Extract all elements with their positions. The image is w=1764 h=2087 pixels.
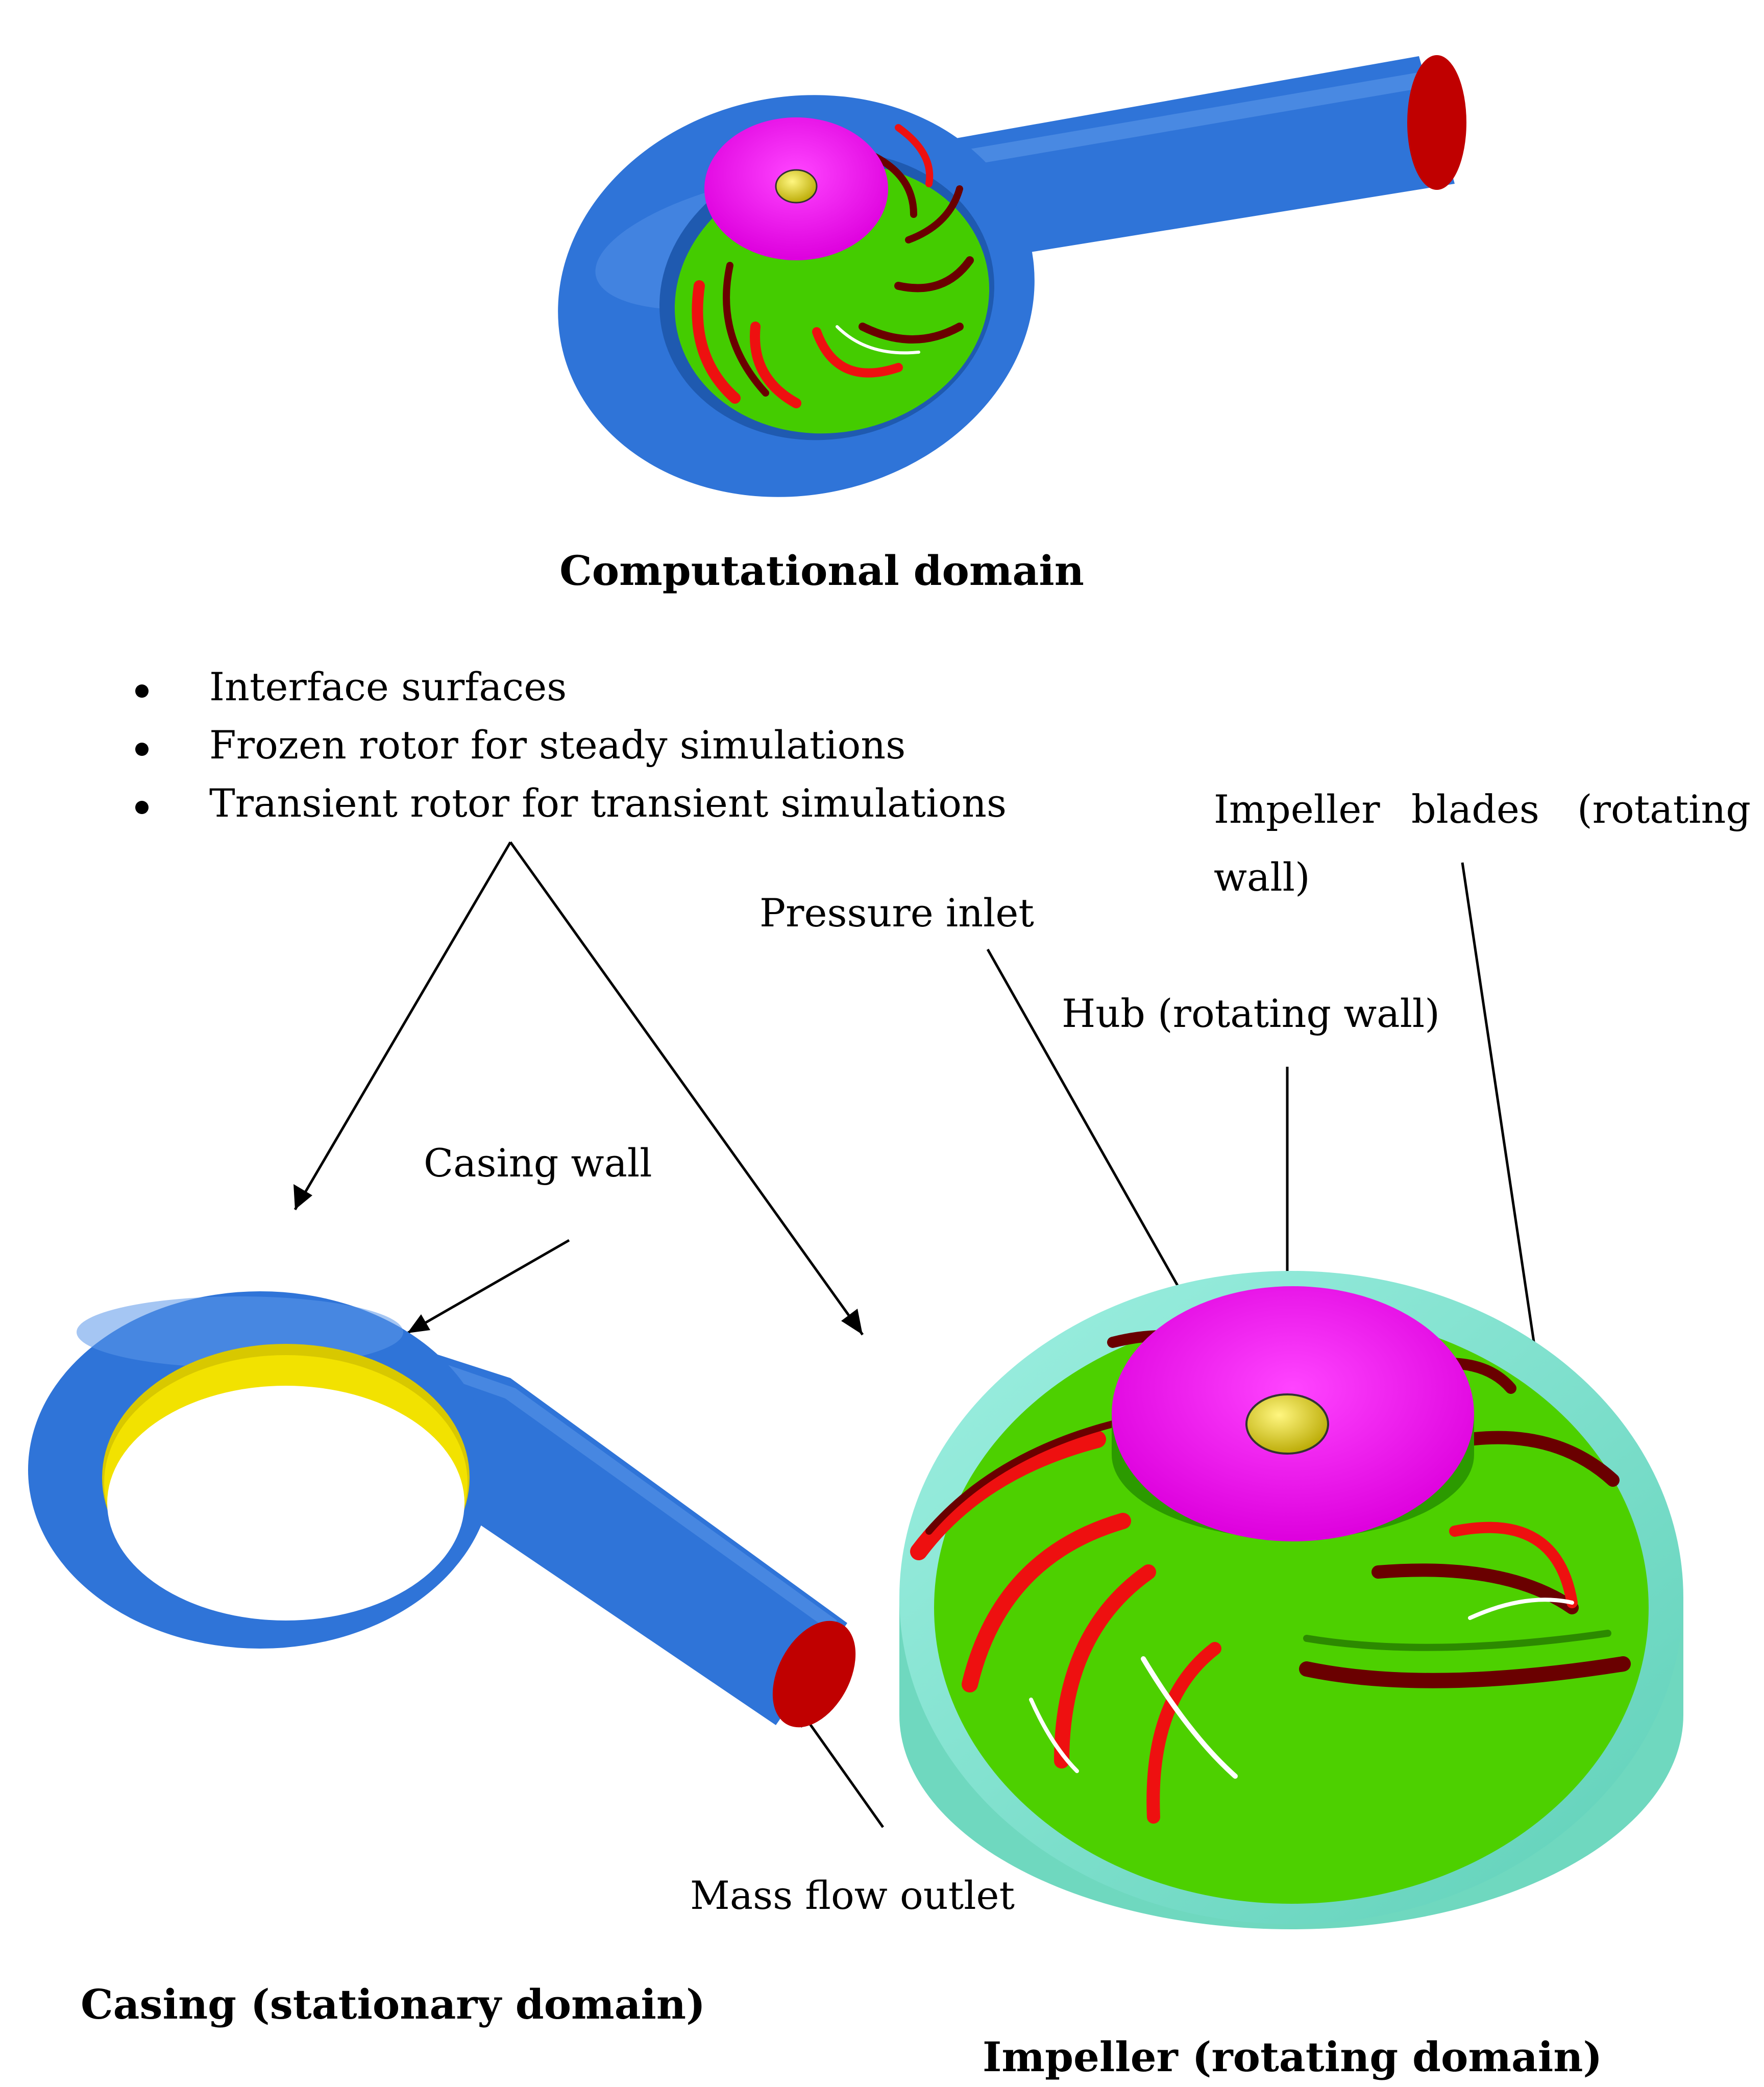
computational-domain-caption: Computational domain <box>559 547 1084 595</box>
bullet-interface-surfaces: Interface surfaces <box>209 664 567 709</box>
bullet-frozen-rotor: Frozen rotor for steady simulations <box>209 722 905 768</box>
casing-outlet-face <box>772 1621 856 1728</box>
inlet-eye-top <box>775 169 818 204</box>
arrow-pressure-inlet <box>986 948 1211 1343</box>
pipe-outlet-face <box>1407 55 1466 190</box>
label-impeller-blades-line2: wall) <box>1214 854 1310 900</box>
impeller-domain-caption: Impeller (rotating domain) <box>983 2033 1602 2081</box>
casing-opening <box>107 1386 464 1621</box>
bullet-dot <box>135 743 149 756</box>
label-casing-wall: Casing wall <box>424 1140 652 1186</box>
computational-domain-model <box>558 55 1466 497</box>
hub-inlet-eye <box>1245 1393 1329 1455</box>
label-impeller-blades-word2: blades <box>1411 787 1539 832</box>
label-impeller-blades-word3: (rotating <box>1577 787 1751 832</box>
arrow-casing-wall <box>406 1239 570 1335</box>
impeller-model <box>899 1271 1683 1929</box>
arrow-interface-to-casing <box>293 841 512 1211</box>
arrow-mass-flow-outlet <box>795 1704 885 1828</box>
bullet-transient-rotor: Transient rotor for transient simulation… <box>209 780 1007 826</box>
impeller-blades-top <box>692 124 974 408</box>
arrow-interface-to-impeller <box>509 841 864 1336</box>
bullet-list: Interface surfaces Frozen rotor for stea… <box>135 664 1007 826</box>
label-impeller-blades-word1: Impeller <box>1214 787 1380 832</box>
casing-domain-caption: Casing (stationary domain) <box>81 1980 705 2028</box>
casing-model <box>28 1291 856 1728</box>
label-pressure-inlet: Pressure inlet <box>760 890 1034 936</box>
bullet-dot <box>135 801 149 814</box>
label-hub: Hub (rotating wall) <box>1062 991 1440 1036</box>
label-impeller-blades: Impeller blades (rotating wall) <box>1214 787 1751 900</box>
bullet-dot <box>135 684 149 698</box>
label-mass-flow-outlet: Mass flow outlet <box>690 1873 1015 1918</box>
